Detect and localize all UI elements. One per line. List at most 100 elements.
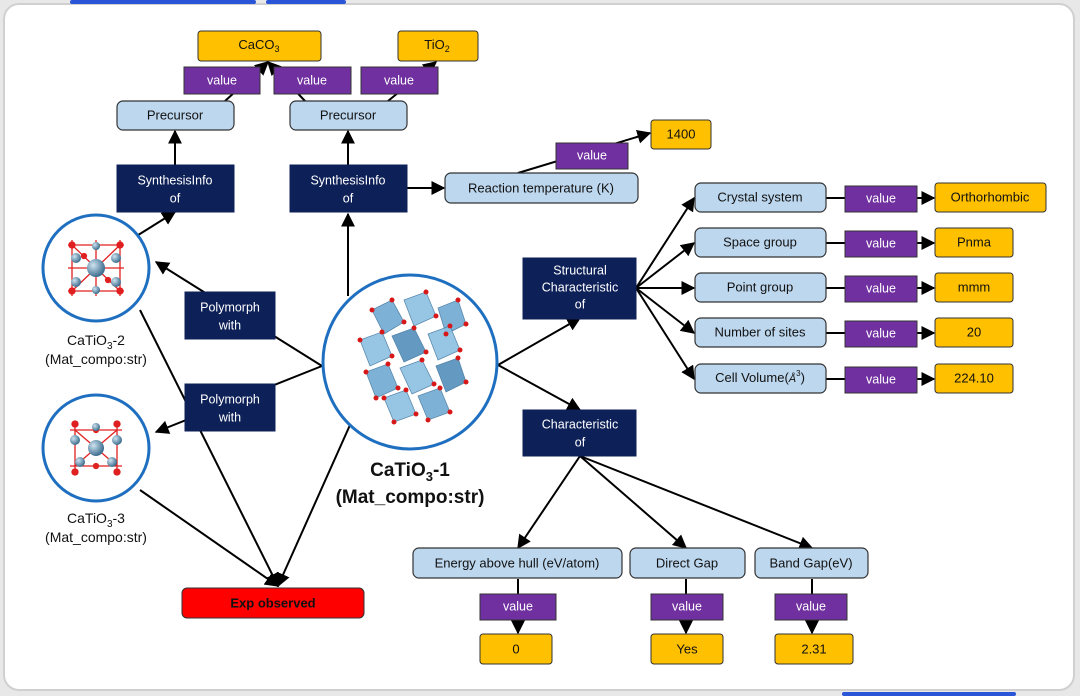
exp-observed-label: Exp observed <box>230 595 315 610</box>
energy-above-hull-value: 0 <box>512 641 519 656</box>
value-label: value <box>866 236 896 250</box>
cell-volume-value: 224.10 <box>954 370 994 385</box>
edge-char-directgap <box>579 455 688 549</box>
polymorph-bottom-line1: Polymorph <box>200 392 260 406</box>
cell-volume-unit: Å <box>788 372 796 385</box>
scroll-indicator <box>842 692 1016 696</box>
caco3-text: CaCO <box>238 37 274 52</box>
direct-gap-label: Direct Gap <box>656 555 718 570</box>
value-label: value <box>577 148 607 162</box>
value-label: value <box>503 599 533 613</box>
value-label: value <box>866 326 896 340</box>
polymorph-bottom-line2: with <box>218 410 241 424</box>
material-catio3-3 <box>41 393 151 503</box>
point-group-value: mmm <box>958 279 991 294</box>
catio3-2-type: (Mat_compo:str) <box>45 351 147 367</box>
edge-structural-volume <box>635 287 695 381</box>
node-characteristic: Characteristic of <box>522 409 637 457</box>
point-group-label: Point group <box>727 279 794 294</box>
edge-m3-exp <box>139 489 280 587</box>
value-label: value <box>207 73 237 87</box>
cell-volume-label: Cell Volume( <box>715 370 789 385</box>
caco3-subscript: 3 <box>275 44 280 54</box>
node-point-group: Point group value mmm <box>694 272 1014 303</box>
value-label: value <box>866 281 896 295</box>
catio3-3-type: (Mat_compo:str) <box>45 529 147 545</box>
space-group-value: Pnma <box>957 234 992 249</box>
node-precursor-left: Precursor <box>116 100 235 131</box>
edge-structural-sites <box>635 287 696 334</box>
material-catio3-1 <box>321 273 499 451</box>
cell-volume-unit-sup: 3 <box>796 369 801 378</box>
tab-indicator-2 <box>266 0 346 4</box>
svg-text:CaCO3: CaCO3 <box>238 37 279 54</box>
energy-above-hull-label: Energy above hull (eV/atom) <box>435 555 600 570</box>
tab-indicator-1 <box>70 0 256 4</box>
band-gap-label: Band Gap(eV) <box>769 555 852 570</box>
node-precursor-right: Precursor <box>289 100 408 131</box>
space-group-label: Space group <box>723 234 797 249</box>
tio2-text: TiO <box>424 37 444 52</box>
value-box-caco3-right: value <box>273 66 352 95</box>
node-crystal-system: Crystal system value Orthorhombic <box>694 182 1047 213</box>
value-label: value <box>297 73 327 87</box>
number-of-sites-label: Number of sites <box>714 324 806 339</box>
catio3-3-label: CaTiO3-3 <box>67 510 125 530</box>
catio3-1-type: (Mat_compo:str) <box>336 487 485 508</box>
synthesisinfo-right-line2: of <box>343 191 354 205</box>
crystal-system-value: Orthorhombic <box>951 189 1030 204</box>
polymorph-top-line1: Polymorph <box>200 300 260 314</box>
value-box-reaction: value <box>555 142 629 170</box>
cell-volume-label-end: ) <box>801 370 805 385</box>
node-synthesisinfo-left: SynthesisInfo of <box>116 164 235 213</box>
edge-main-characteristic <box>497 364 582 411</box>
node-band-gap: Band Gap(eV) value 2.31 <box>754 547 869 665</box>
synthesisinfo-left-line2: of <box>170 191 181 205</box>
band-gap-value: 2.31 <box>801 641 826 656</box>
value-label: value <box>384 73 414 87</box>
value-label: value <box>796 599 826 613</box>
node-tio2: TiO2 <box>397 30 479 62</box>
direct-gap-value: Yes <box>676 641 698 656</box>
characteristic-line1: Characteristic <box>542 417 618 431</box>
number-of-sites-value: 20 <box>967 324 981 339</box>
edge-main-exp <box>276 424 351 588</box>
catio3-1-label: CaTiO3-1 <box>370 460 450 484</box>
material-catio3-2 <box>41 213 151 323</box>
reaction-temperature-value: 1400 <box>667 126 696 141</box>
node-direct-gap: Direct Gap value Yes <box>629 547 746 665</box>
edge-structural-crystal <box>635 196 695 289</box>
reaction-temperature-label: Reaction temperature (K) <box>468 180 614 195</box>
characteristic-line2: of <box>575 435 586 449</box>
svg-text:TiO2: TiO2 <box>424 37 449 54</box>
node-caco3: CaCO3 <box>197 30 322 62</box>
svg-text:Cell Volume(Å3): Cell Volume(Å3) <box>715 369 805 385</box>
node-synthesisinfo-right: SynthesisInfo of <box>289 164 408 213</box>
node-structural-characteristic: Structural Characteristic of <box>522 257 637 320</box>
node-polymorph-bottom: Polymorph with <box>184 383 276 432</box>
structural-line1: Structural <box>553 263 607 277</box>
node-energy-above-hull: Energy above hull (eV/atom) value 0 <box>412 547 623 665</box>
edge-structural-space <box>635 242 696 289</box>
structural-line3: of <box>575 297 586 311</box>
tio2-subscript: 2 <box>445 44 450 54</box>
node-space-group: Space group value Pnma <box>694 227 1014 258</box>
value-box-tio2: value <box>360 66 439 95</box>
value-label: value <box>672 599 702 613</box>
edge-char-bandgap <box>579 455 814 550</box>
node-polymorph-top: Polymorph with <box>184 291 276 340</box>
value-label: value <box>866 191 896 205</box>
node-number-of-sites: Number of sites value 20 <box>694 317 1014 348</box>
value-label: value <box>866 372 896 386</box>
edge-m2-exp <box>139 309 279 588</box>
edge-m2-synth <box>134 211 177 238</box>
synthesisinfo-right-line1: SynthesisInfo <box>310 173 385 187</box>
polymorph-top-line2: with <box>218 318 241 332</box>
synthesisinfo-left-line1: SynthesisInfo <box>137 173 212 187</box>
value-box-caco3-left: value <box>183 66 261 95</box>
structural-line2: Characteristic <box>542 280 618 294</box>
node-1400: 1400 <box>650 119 712 150</box>
node-reaction-temperature: Reaction temperature (K) <box>444 172 639 204</box>
